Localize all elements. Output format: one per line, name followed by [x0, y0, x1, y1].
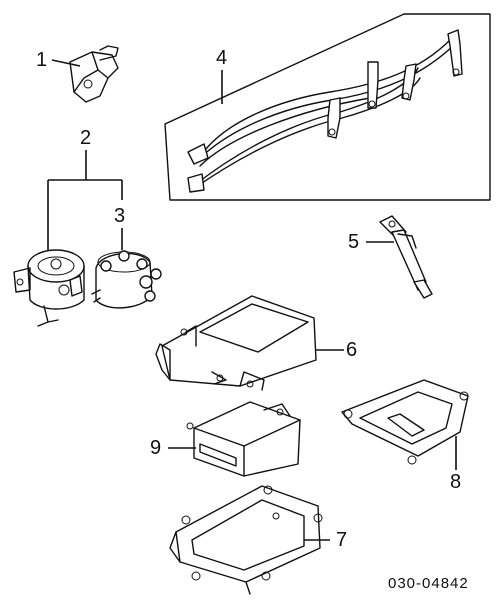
callout-7: 7: [336, 529, 348, 551]
part-4-wire-set: [164, 13, 491, 201]
callout-9: 9: [150, 437, 162, 459]
bracket-2-3: [47, 150, 123, 250]
part-6-module: [155, 295, 317, 391]
part-1-sensor: [69, 45, 119, 103]
callout-4: 4: [216, 47, 228, 69]
callout-8: 8: [450, 471, 462, 493]
leader-1: [51, 59, 81, 67]
part-7-bracket: [169, 485, 323, 595]
callout-5: 5: [348, 231, 360, 253]
part-2-distributor: [13, 249, 85, 327]
callout-2: 2: [80, 127, 92, 149]
part-3-cap: [91, 250, 162, 309]
part-8-bracket: [341, 379, 469, 465]
callout-3: 3: [114, 205, 126, 227]
part-9-unit: [186, 401, 301, 477]
callout-6: 6: [346, 339, 358, 361]
part-5-coil: [379, 215, 433, 299]
callout-1: 1: [36, 49, 48, 71]
diagram-code: 030-04842: [388, 575, 469, 592]
